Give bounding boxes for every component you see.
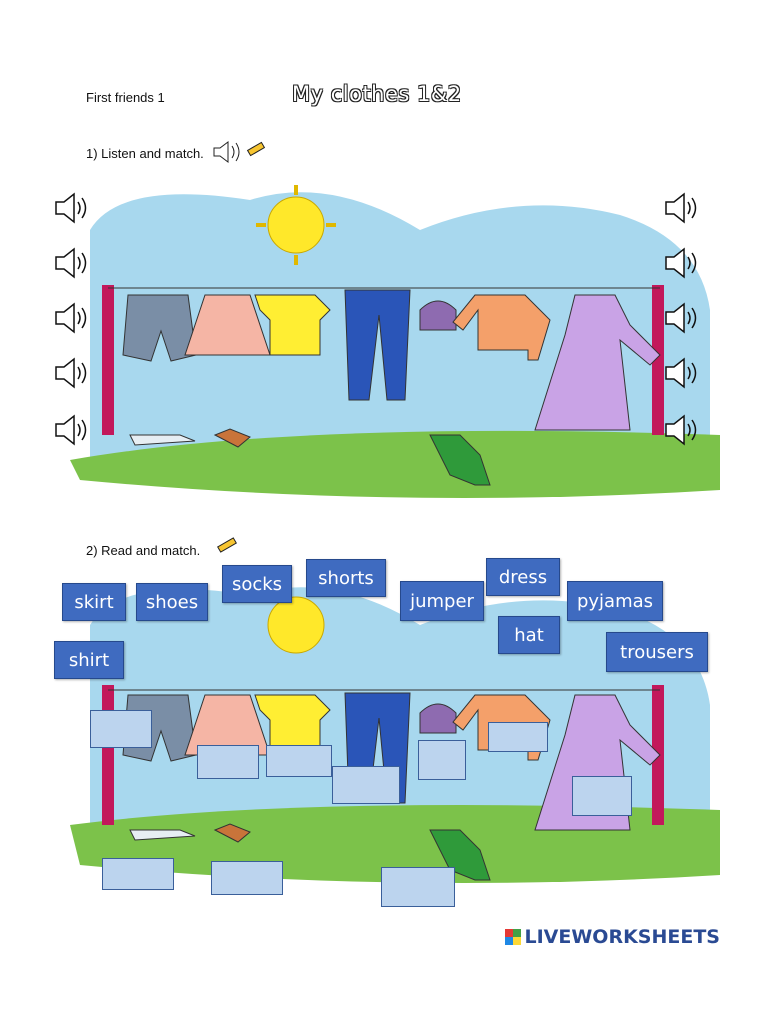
instruction-listen: 1) Listen and match. <box>86 146 204 161</box>
answer-drop-box[interactable] <box>102 858 174 890</box>
speaker-icon[interactable] <box>662 188 702 228</box>
word-tile-socks[interactable]: socks <box>222 565 292 603</box>
word-tile-dress[interactable]: dress <box>486 558 560 596</box>
clothesline-scene-1 <box>70 185 720 498</box>
word-tile-shirt[interactable]: shirt <box>54 641 124 679</box>
book-label: First friends 1 <box>86 90 165 105</box>
pencil-icon <box>217 537 237 553</box>
answer-drop-box[interactable] <box>332 766 400 804</box>
speaker-icon[interactable] <box>662 243 702 283</box>
word-tile-jumper[interactable]: jumper <box>400 581 484 621</box>
word-tile-skirt[interactable]: skirt <box>62 583 126 621</box>
brand-name: LIVEWORKSHEETS <box>524 926 720 948</box>
word-tile-shorts[interactable]: shorts <box>306 559 386 597</box>
answer-drop-box[interactable] <box>197 745 259 779</box>
speaker-icon[interactable] <box>662 353 702 393</box>
word-tile-trousers[interactable]: trousers <box>606 632 708 672</box>
speaker-icon[interactable] <box>52 243 92 283</box>
liveworksheets-logo: LIVEWORKSHEETS <box>505 926 720 948</box>
word-tile-shoes[interactable]: shoes <box>136 583 208 621</box>
brand-icon <box>505 929 522 945</box>
page-title: My clothes 1&2 <box>292 82 462 106</box>
word-tile-pyjamas[interactable]: pyjamas <box>567 581 663 621</box>
speaker-icon[interactable] <box>52 410 92 450</box>
speaker-icon[interactable] <box>52 298 92 338</box>
instruction-read: 2) Read and match. <box>86 543 201 558</box>
answer-drop-box[interactable] <box>418 740 466 780</box>
answer-drop-box[interactable] <box>488 722 548 752</box>
speaker-icon[interactable] <box>52 188 92 228</box>
answer-drop-box[interactable] <box>211 861 283 895</box>
pencil-speaker-icon <box>213 141 266 163</box>
answer-drop-box[interactable] <box>572 776 632 816</box>
speaker-icon[interactable] <box>662 410 702 450</box>
answer-drop-box[interactable] <box>381 867 455 907</box>
answer-drop-box[interactable] <box>266 745 332 777</box>
speaker-icon[interactable] <box>662 298 702 338</box>
answer-drop-box[interactable] <box>90 710 152 748</box>
word-tile-hat[interactable]: hat <box>498 616 560 654</box>
speaker-icon[interactable] <box>52 353 92 393</box>
